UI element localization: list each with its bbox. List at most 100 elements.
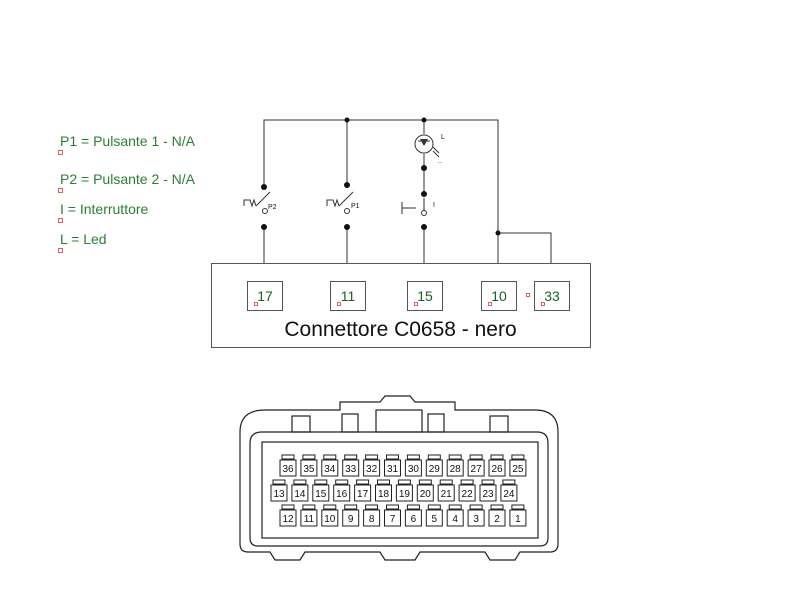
junction-dot: [495, 230, 501, 236]
p1-contact: [338, 191, 354, 207]
connector-title: Connettore C0658 - nero: [284, 318, 517, 341]
junction-dot: [344, 117, 350, 123]
cavity-29: [425, 459, 443, 477]
cavity-label: 16: [336, 489, 348, 500]
cavity-latch: [406, 454, 420, 460]
cavity-latch: [418, 479, 432, 485]
cavity-latch: [448, 454, 462, 460]
cavity-latch: [335, 479, 349, 485]
junction-dot: [261, 184, 267, 190]
cavity-30: [404, 459, 422, 477]
connector-tab: [375, 409, 423, 433]
connector-tab: [341, 413, 359, 433]
junction-dot: [421, 117, 427, 123]
cavity-3: [467, 509, 485, 527]
p2-actuator: [243, 198, 257, 208]
cavity-label: 22: [462, 489, 474, 500]
cavity-label: 20: [420, 489, 432, 500]
cavity-latch: [397, 479, 411, 485]
cavity-17: [354, 484, 372, 502]
pin-17: 17: [247, 281, 283, 311]
cavity-label: 4: [452, 514, 458, 525]
cavity-label: 31: [387, 464, 399, 475]
cavity-latch: [439, 479, 453, 485]
cavity-label: 15: [315, 489, 327, 500]
cavity-label: 1: [515, 514, 521, 525]
cavity-13: [270, 484, 288, 502]
cavity-latch: [386, 454, 399, 460]
cavity-latch: [490, 504, 504, 510]
legend-text: I = Interruttore: [60, 201, 149, 217]
cavity-latch: [344, 504, 358, 510]
contact-terminal: [262, 208, 268, 214]
cavity-latch: [386, 504, 399, 510]
cavity-20: [416, 484, 434, 502]
cavity-4: [446, 509, 464, 527]
cavity-27: [467, 459, 485, 477]
legend-l: L = Led: [58, 231, 107, 253]
cavity-label: 2: [494, 514, 500, 525]
legend-text: P1 = Pulsante 1 - N/A: [60, 133, 196, 149]
cavity-label: 23: [482, 489, 494, 500]
cavity-area: [261, 441, 539, 539]
cavity-label: 34: [324, 464, 336, 475]
p2-contact: [255, 191, 271, 207]
legend-marker: [58, 248, 63, 253]
cavity-latch: [406, 504, 420, 510]
cavity-latch: [469, 504, 483, 510]
cavity-label: 28: [450, 464, 462, 475]
pin-10: 10: [481, 281, 517, 311]
cavity-1: [509, 509, 527, 527]
cavity-16: [333, 484, 351, 502]
pin-label: 15: [417, 288, 433, 304]
cavity-26: [488, 459, 506, 477]
cavity-label: 18: [378, 489, 390, 500]
cavity-9: [342, 509, 360, 527]
cavity-label: 25: [512, 464, 524, 475]
cavity-label: 8: [369, 514, 375, 525]
cavity-label: 27: [471, 464, 483, 475]
pin-15: 15: [407, 281, 443, 311]
p2-label: P2: [268, 204, 277, 211]
cavity-latch: [377, 479, 390, 485]
contact-terminal: [344, 208, 350, 214]
led-diode-icon: [420, 139, 428, 146]
contact-terminal: [421, 210, 427, 216]
led-icon: [414, 134, 434, 154]
connector-shell: [239, 395, 559, 561]
legend-text: L = Led: [60, 231, 107, 247]
cavity-31: [384, 459, 401, 477]
cavity-18: [375, 484, 392, 502]
pin-label: 33: [544, 288, 560, 304]
cavity-22: [458, 484, 476, 502]
cavity-6: [404, 509, 422, 527]
cavity-latch: [481, 479, 495, 485]
cavity-latch: [511, 454, 525, 460]
connector-tab: [427, 413, 445, 433]
cavity-latch: [302, 454, 316, 460]
cavity-latch: [314, 479, 328, 485]
cavity-label: 13: [273, 489, 285, 500]
cavity-label: 24: [503, 489, 515, 500]
cavity-34: [321, 459, 339, 477]
cavity-latch: [365, 504, 379, 510]
legend-text: P2 = Pulsante 2 - N/A: [60, 171, 196, 187]
led-mark: ..: [438, 158, 442, 165]
connector-rim: [249, 431, 549, 547]
cavity-7: [384, 509, 401, 527]
junction-dot: [344, 182, 350, 188]
junction-dot: [421, 224, 427, 230]
p1-label: P1: [351, 203, 360, 210]
cavity-28: [446, 459, 464, 477]
cavity-latch: [365, 454, 379, 460]
pin-33-marker: [526, 293, 530, 297]
cavity-36: [279, 459, 297, 477]
cavity-label: 6: [411, 514, 417, 525]
pin-label: 10: [491, 288, 507, 304]
cavity-label: 35: [303, 464, 315, 475]
cavity-latch: [356, 479, 370, 485]
legend-p1: P1 = Pulsante 1 - N/A: [58, 133, 196, 155]
wire-top-bus: [263, 119, 499, 282]
cavity-32: [363, 459, 381, 477]
legend-i: I = Interruttore: [58, 201, 149, 223]
